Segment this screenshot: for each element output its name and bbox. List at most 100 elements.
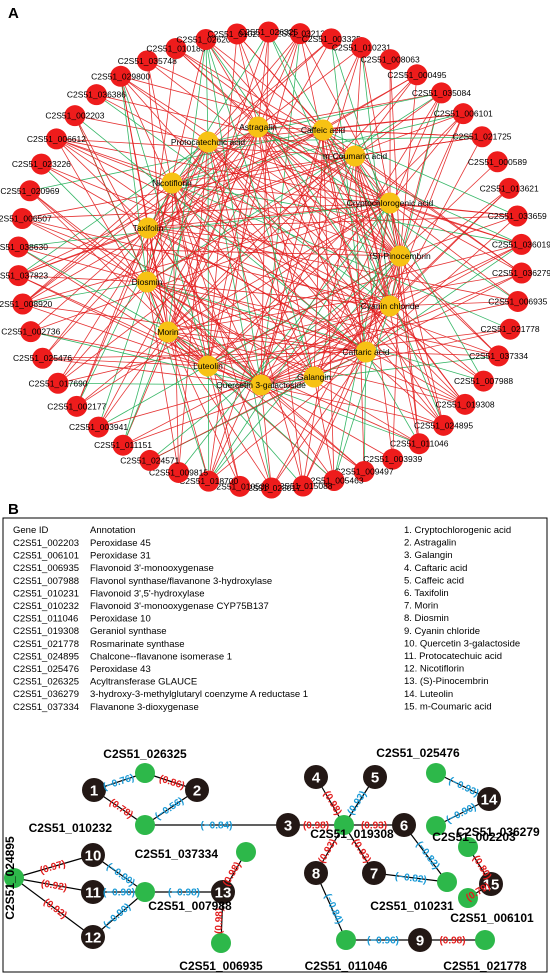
network-edge bbox=[147, 227, 262, 386]
net-gene-label: C2S51_011046 bbox=[305, 959, 388, 973]
gene-node-c2s51-009815: C2S51_009815 bbox=[149, 461, 208, 483]
network-edge bbox=[30, 331, 209, 367]
gene-node-circle bbox=[195, 28, 217, 50]
gene-node-circle bbox=[471, 126, 493, 148]
gene-node-c2s51-036386: C2S51_036386 bbox=[67, 84, 126, 106]
gene-node-circle bbox=[511, 262, 533, 284]
gene-node-label: C2S51_008920 bbox=[0, 299, 53, 309]
legend-entry: 14. Luteolin bbox=[404, 689, 453, 700]
network-edge bbox=[260, 305, 391, 386]
gene-node-c2s51-002203: C2S51_002203 bbox=[45, 105, 105, 127]
network-edge bbox=[260, 92, 442, 386]
compound-node-label: Caffeic acid bbox=[301, 125, 346, 135]
network-edge bbox=[365, 244, 522, 353]
network-edge bbox=[257, 126, 367, 353]
network-edge bbox=[389, 202, 522, 245]
gene-node-circle bbox=[452, 103, 474, 125]
network-edge bbox=[354, 155, 401, 257]
correlation-edge bbox=[315, 872, 347, 941]
network-edge bbox=[399, 215, 518, 257]
gene-node-label: C2S51_023226 bbox=[12, 159, 71, 169]
network-edge bbox=[207, 33, 238, 367]
compound-node-label: Quercetin 3-galactoside bbox=[216, 380, 306, 390]
gene-node-c2s51-010183: C2S51_010183 bbox=[146, 37, 206, 59]
compound-node-luteolin: Luteolin bbox=[193, 355, 223, 377]
network-edge bbox=[299, 33, 391, 204]
gene-node-label: C2S51_029800 bbox=[91, 71, 150, 81]
net-compound-circle bbox=[81, 843, 105, 867]
network-edge bbox=[302, 351, 367, 487]
correlation-value: (0.98) bbox=[439, 936, 465, 947]
gene-node-circle bbox=[112, 434, 134, 456]
gene-node-label: C2S51_011046 bbox=[390, 439, 449, 449]
net-gene-circle bbox=[135, 882, 155, 902]
legend-entry: 11. Protocatechuic acid bbox=[404, 651, 502, 662]
net-gene-circle bbox=[458, 837, 478, 857]
network-edge bbox=[208, 202, 391, 482]
gene-node-c2s51-036019: C2S51_036019 bbox=[492, 233, 550, 255]
table-cell-gene-id: C2S51_021778 bbox=[13, 639, 79, 650]
net-gene-c2s51-025476 bbox=[426, 763, 446, 783]
network-edge bbox=[399, 74, 418, 257]
network-edge bbox=[146, 60, 209, 367]
gene-node-label: C2S51_009815 bbox=[149, 467, 208, 477]
network-edge bbox=[147, 31, 269, 229]
network-edge bbox=[313, 305, 391, 378]
legend-entry: 12. Nicotiflorin bbox=[404, 664, 464, 675]
correlation-value: (−0.84) bbox=[201, 821, 233, 832]
correlation-value: (0.78) bbox=[107, 797, 135, 821]
gene-node-label: C2S51_006101 bbox=[434, 109, 493, 119]
table-cell-annotation: Chalcone--flavanone isomerase 1 bbox=[90, 651, 232, 662]
table-cell-annotation: Flavonoid 3'-monooxygenase CYP75B137 bbox=[90, 601, 269, 612]
compound-node-morin: Morin bbox=[157, 321, 179, 343]
table-cell-gene-id: C2S51_002203 bbox=[13, 538, 79, 549]
compound-node-circle bbox=[197, 131, 219, 153]
network-edge bbox=[18, 246, 209, 367]
gene-node-c2s51-024895: C2S51_024895 bbox=[414, 414, 473, 436]
panel-a-gene-nodes: C2S51_032134C2S51_003325C2S51_010231C2S5… bbox=[0, 21, 550, 499]
network-edge bbox=[56, 138, 391, 204]
net-gene-c2s51-011046 bbox=[336, 930, 356, 950]
net-compound-number: 1 bbox=[90, 783, 98, 800]
network-edge bbox=[57, 281, 148, 384]
net-gene-circle bbox=[475, 930, 495, 950]
network-edge bbox=[171, 182, 272, 489]
legend-entry: 3. Galangin bbox=[404, 550, 453, 561]
gene-node-circle bbox=[382, 448, 404, 470]
gene-node-label: C2S51_026325 bbox=[239, 27, 298, 37]
net-gene-c2s51-010231 bbox=[437, 872, 457, 892]
compound-node-label: Caftaric acid bbox=[342, 347, 390, 357]
gene-node-label: C2S51_032134 bbox=[271, 29, 330, 39]
network-edge bbox=[207, 113, 464, 367]
net-compound-number: 14 bbox=[481, 792, 498, 809]
gene-node-label: C2S51_002203 bbox=[45, 111, 104, 121]
net-compound-12: 12 bbox=[81, 925, 105, 949]
gene-node-c2s51-011151: C2S51_011151 bbox=[94, 434, 152, 456]
network-edge bbox=[56, 138, 169, 333]
gene-node-circle bbox=[454, 393, 476, 415]
network-edge bbox=[389, 244, 522, 307]
net-compound-15: 15 bbox=[479, 872, 503, 896]
net-gene-c2s51-006101 bbox=[458, 888, 478, 908]
gene-node-label: C2S51_008063 bbox=[361, 55, 420, 65]
table-cell-gene-id: C2S51_010231 bbox=[13, 588, 79, 599]
compound-node-label: Protocatechuic acid bbox=[171, 137, 245, 147]
edge-line bbox=[13, 877, 94, 938]
network-edge bbox=[122, 376, 315, 446]
gene-node-label: C2S51_006612 bbox=[27, 134, 86, 144]
correlation-value: (0.98) bbox=[321, 789, 344, 817]
net-gene-label: C2S51_036279 bbox=[456, 825, 540, 839]
gene-node-label: C2S51_018700 bbox=[179, 476, 238, 486]
gene-node-label: C2S51_010231 bbox=[332, 43, 391, 53]
gene-node-circle bbox=[406, 64, 428, 86]
gene-node-label: C2S51_009497 bbox=[335, 467, 394, 477]
gene-node-circle bbox=[260, 477, 282, 499]
network-edge bbox=[260, 384, 420, 445]
gene-node-c2s51-010231: C2S51_010231 bbox=[332, 37, 391, 59]
network-edge bbox=[18, 275, 209, 367]
network-edge bbox=[399, 255, 420, 444]
gene-node-circle bbox=[350, 37, 372, 59]
